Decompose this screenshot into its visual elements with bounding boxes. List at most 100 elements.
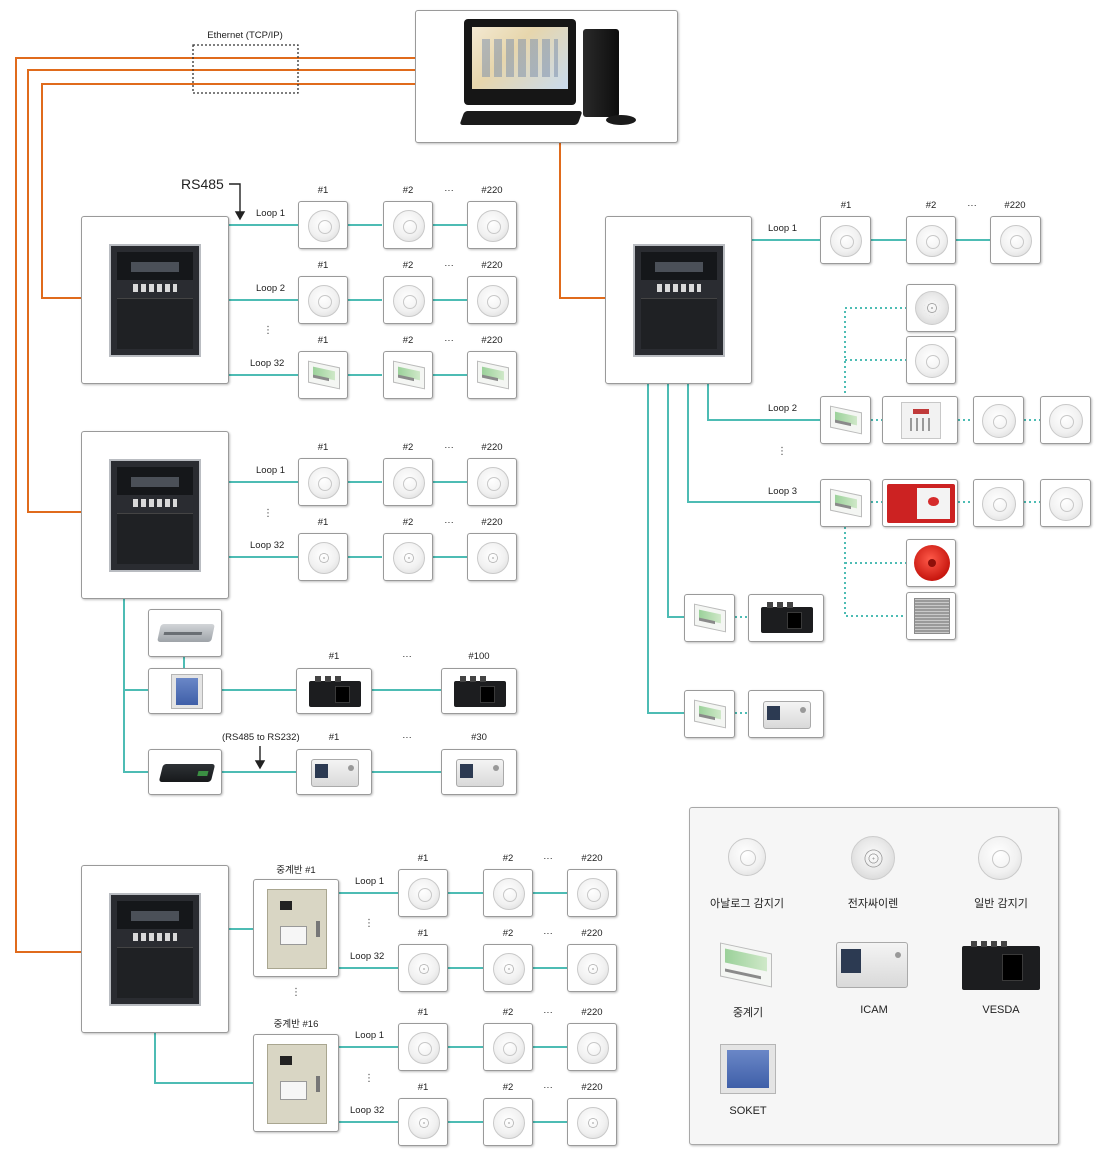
device-number: #1 <box>417 853 429 864</box>
general-detector-box <box>906 336 956 384</box>
vertical-ellipsis: ⋮ <box>364 918 374 929</box>
device-number: #2 <box>402 517 414 528</box>
fire-panel-icon <box>109 244 201 357</box>
loop-lines <box>123 224 990 1123</box>
vesda-icon <box>761 602 813 633</box>
analog-detector-icon <box>477 467 509 499</box>
icam-box <box>296 749 372 795</box>
ellipsis: ··· <box>402 732 412 743</box>
arrows <box>229 183 266 770</box>
analog-detector-box <box>990 216 1041 264</box>
device-number: #220 <box>581 928 603 939</box>
relay-cabinet-icon <box>267 889 327 969</box>
device-number: #2 <box>402 185 414 196</box>
loop-label: Loop 32 <box>250 540 285 551</box>
analog-detector-icon <box>408 878 440 910</box>
loop-label: Loop 32 <box>250 358 285 369</box>
device-number: #220 <box>581 853 603 864</box>
ethernet-label: Ethernet (TCP/IP) <box>207 30 283 41</box>
device-number: #1 <box>328 651 340 662</box>
fire-panel-3 <box>605 216 752 384</box>
analog-detector-icon <box>493 878 525 910</box>
monitor-icon <box>464 19 576 105</box>
legend-label: 중계기 <box>732 1007 764 1019</box>
siren-detector-icon <box>477 542 509 574</box>
fire-bell-icon <box>914 545 950 581</box>
device-number: #2 <box>502 928 514 939</box>
siren-box <box>906 284 956 332</box>
mouse-icon <box>606 115 636 125</box>
ellipsis: ··· <box>543 1082 553 1093</box>
ellipsis: ··· <box>402 651 412 662</box>
ellipsis: ··· <box>444 442 454 453</box>
device-number: #2 <box>502 853 514 864</box>
analog-detector-icon <box>393 210 425 242</box>
siren-detector-icon <box>577 1107 609 1139</box>
sounder-detector-box <box>483 944 533 992</box>
analog-detector-box <box>298 458 348 506</box>
relay-module-box <box>298 351 348 399</box>
analog-detector-box <box>567 1023 617 1071</box>
converter-box <box>148 749 222 795</box>
relay-module-icon <box>830 488 862 518</box>
relay-cabinet-icon <box>267 1044 327 1124</box>
fire-panel-1 <box>81 216 229 384</box>
relay-module-box <box>684 594 735 642</box>
fire-panel-2 <box>81 431 229 599</box>
loop-label: Loop 1 <box>768 223 798 234</box>
general-detector-box <box>1040 479 1091 527</box>
network-hub-icon <box>157 624 215 642</box>
vesda-icon <box>454 676 506 707</box>
analog-detector-icon <box>916 225 948 257</box>
annunciator-box <box>882 396 958 444</box>
ellipsis: ··· <box>444 260 454 271</box>
relay-module-icon <box>720 942 772 988</box>
device-number: #1 <box>317 442 329 453</box>
legend-label: ICAM <box>860 1004 888 1016</box>
analog-detector-icon <box>493 1032 525 1064</box>
relay-module-box <box>684 690 735 738</box>
analog-detector-icon <box>477 285 509 317</box>
device-number: #2 <box>925 200 937 211</box>
vertical-ellipsis: ⋮ <box>364 1073 374 1084</box>
siren-icon <box>851 836 895 880</box>
sounder-detector-box <box>398 1098 448 1146</box>
sounder-detector-box <box>398 944 448 992</box>
vesda-icon <box>962 941 1040 990</box>
device-number: #1 <box>840 200 852 211</box>
siren-detector-icon <box>577 953 609 985</box>
ellipsis: ··· <box>444 185 454 196</box>
analog-detector-icon <box>830 225 862 257</box>
general-detector-box <box>1040 396 1091 444</box>
fire-panel-icon <box>109 459 201 572</box>
general-detector-icon <box>1049 404 1083 438</box>
device-number: #1 <box>317 335 329 346</box>
bell-box <box>906 539 956 587</box>
relay-module-box <box>820 396 871 444</box>
device-number: #1 <box>417 1082 429 1093</box>
general-detector-icon <box>982 404 1016 438</box>
vesda-box <box>441 668 517 714</box>
relay-module-icon <box>694 603 726 633</box>
relay-cabinet-label: 중계반 #16 <box>273 1019 319 1030</box>
icam-icon <box>311 759 359 787</box>
ellipsis: ··· <box>444 517 454 528</box>
loop-label: Loop 32 <box>350 951 385 962</box>
analog-detector-box <box>467 458 517 506</box>
general-detector-icon <box>915 344 949 378</box>
siren-detector-icon <box>493 1107 525 1139</box>
analog-detector-box <box>298 276 348 324</box>
relay-module-icon <box>393 360 425 390</box>
analog-detector-icon <box>393 285 425 317</box>
device-number: #2 <box>402 442 414 453</box>
legend-label: 일반 감지기 <box>974 898 1028 910</box>
analog-detector-icon <box>477 210 509 242</box>
vertical-ellipsis: ⋮ <box>777 446 787 457</box>
soket-icon <box>171 674 203 709</box>
siren-detector-icon <box>308 542 340 574</box>
icam-icon <box>456 759 504 787</box>
analog-detector-box <box>467 201 517 249</box>
loop-label: Loop 1 <box>355 876 385 887</box>
device-number: #1 <box>317 185 329 196</box>
analog-detector-icon <box>1000 225 1032 257</box>
